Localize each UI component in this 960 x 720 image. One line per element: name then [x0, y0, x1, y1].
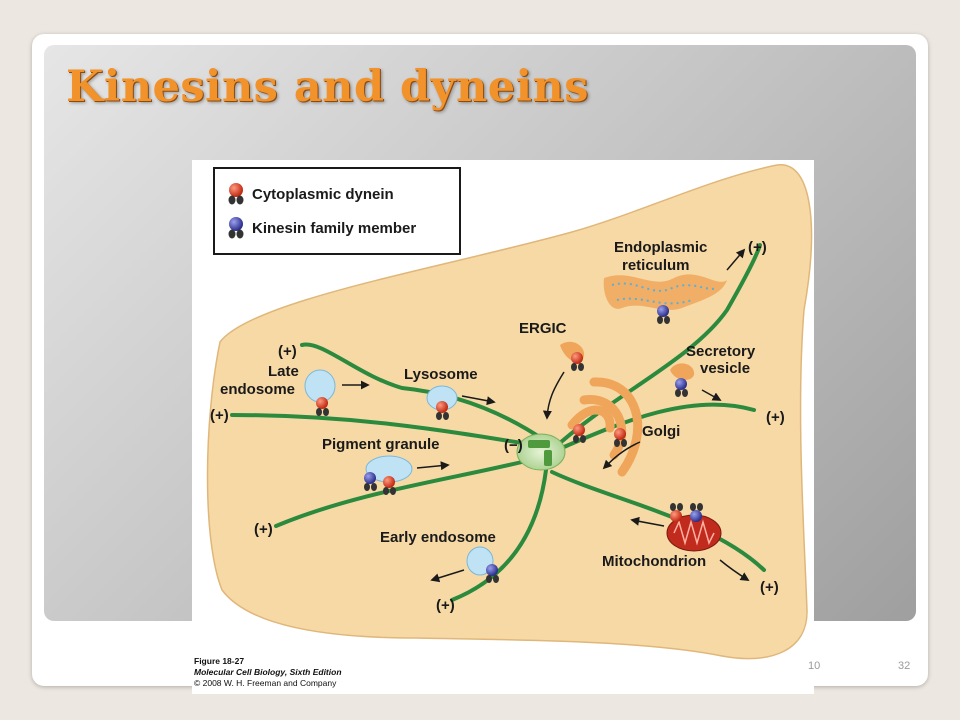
late-endosome: [304, 369, 336, 403]
lysosome-label: Lysosome: [404, 366, 478, 383]
figure-number: Figure 18-27: [194, 656, 245, 666]
secretory-label-line2: vesicle: [700, 360, 750, 377]
mtoc-centrosome: [516, 433, 566, 471]
dynein-motor-mitochondrion: [670, 503, 683, 522]
slide-title: Kinesins and dyneins: [66, 62, 589, 112]
plus-end-pigment: (+): [254, 521, 273, 538]
microtubule-late-top: [300, 342, 546, 442]
dynein-motor-er: [657, 305, 670, 324]
golgi-apparatus: [567, 377, 643, 477]
minus-end-label: (−): [504, 437, 523, 454]
plus-end-secretory: (+): [766, 409, 785, 426]
motor-protein-figure: (−) Endoplasmic reticulum (+) ERGIC Secr…: [192, 160, 814, 694]
kinesin-motor-early-endosome: [486, 564, 499, 583]
dynein-motor-golgi-2: [614, 428, 627, 447]
plus-end-er: (+): [748, 239, 767, 256]
pigment-granule-label: Pigment granule: [322, 436, 440, 453]
dynein-motor-ergic: [571, 352, 584, 371]
microtubule-pigment: [274, 456, 540, 528]
microtubules: [230, 243, 766, 602]
dynein-motor-lysosome: [436, 401, 449, 420]
golgi-label: Golgi: [642, 423, 680, 440]
plus-end-late-bottom: (+): [210, 407, 229, 424]
figure-book: Molecular Cell Biology, Sixth Edition: [194, 667, 342, 677]
kinesin-motor-pigment: [364, 472, 377, 491]
er-label-line1: Endoplasmic: [614, 239, 707, 256]
dynein-motor-late-endosome: [316, 397, 329, 416]
legend-kinesin-label: Kinesin family member: [252, 220, 416, 237]
secretory-label-line1: Secretory: [686, 343, 756, 360]
late-endosome-label-line2: endosome: [220, 381, 295, 398]
mitochondrion-label: Mitochondrion: [602, 553, 706, 570]
secretory-vesicle: [670, 363, 695, 380]
microtubule-mito: [550, 470, 766, 572]
endoplasmic-reticulum: [603, 274, 727, 310]
kinesin-motor-mitochondrion: [690, 503, 703, 522]
footer-date: 10: [808, 660, 821, 672]
dynein-motor-golgi-1: [573, 424, 586, 443]
kinesin-motor-secretory: [675, 378, 688, 397]
figure-caption: Figure 18-27 Molecular Cell Biology, Six…: [194, 656, 494, 689]
late-endosome-label-line1: Late: [268, 363, 299, 380]
microtubule-early: [450, 468, 548, 602]
dynein-motor-pigment: [383, 476, 396, 495]
mitochondrion: [666, 514, 722, 552]
cell-diagram: (−) Endoplasmic reticulum (+) ERGIC Secr…: [206, 164, 813, 660]
figure-copyright: © 2008 W. H. Freeman and Company: [194, 678, 337, 688]
legend-kinesin-icon: [228, 217, 244, 239]
ergic-label: ERGIC: [519, 320, 567, 337]
legend-dynein-icon: [228, 183, 244, 205]
er-label-line2: reticulum: [622, 257, 690, 274]
legend-dynein-label: Cytoplasmic dynein: [252, 186, 394, 203]
early-endosome-label: Early endosome: [380, 529, 496, 546]
figure-legend: Cytoplasmic dynein Kinesin family member: [213, 167, 461, 255]
page-number: 32: [898, 660, 911, 672]
plus-end-late-top: (+): [278, 343, 297, 360]
plus-end-early: (+): [436, 597, 455, 614]
microtubule-late-bottom: [230, 413, 536, 447]
plus-end-mito: (+): [760, 579, 779, 596]
